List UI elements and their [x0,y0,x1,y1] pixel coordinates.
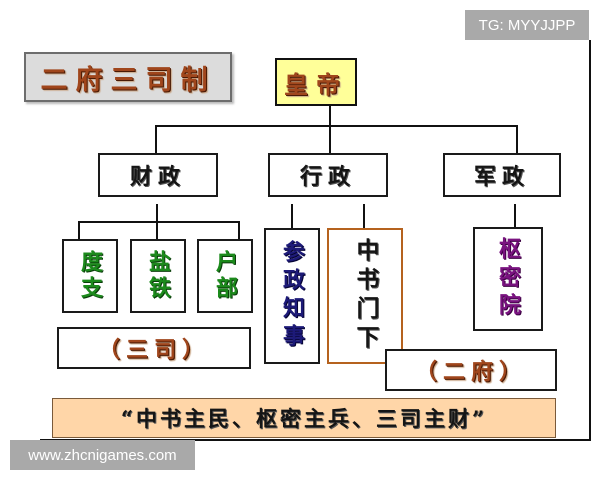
connector-finance-bar [78,221,240,223]
frame-right-line [589,40,591,440]
connector-to-hubu [238,221,240,239]
san-si-group-box: （三司） [57,327,251,369]
connector-emperor-down [329,106,331,126]
frame-bottom-line [40,439,591,441]
connector-to-zhongshu [363,204,365,228]
branch-military-label: 军政 [473,164,530,190]
branch-admin-label: 行政 [299,164,356,190]
shumiyuan-label: 枢密院 [495,237,521,321]
connector-branch-bar [155,125,518,127]
zhongshu-menxia-label: 中书门下 [352,238,379,354]
connector-to-admin [329,125,331,155]
summary-quote-text: “中书主民、枢密主兵、三司主财” [120,406,488,431]
san-si-group-label: （三司） [97,337,210,363]
diagram-title: 二府三司制 [40,64,216,96]
connector-to-finance [155,125,157,155]
title-box: 二府三司制 [24,52,232,102]
duzhi-box: 度支 [62,239,118,313]
yantie-label: 盐铁 [145,250,171,302]
hubu-box: 户部 [197,239,253,313]
branch-military-box: 军政 [443,153,561,197]
connector-to-military [516,125,518,155]
er-fu-group-box: （二府） [385,349,557,391]
branch-finance-box: 财政 [98,153,218,197]
zhongshu-menxia-box: 中书门下 [327,228,403,364]
yantie-box: 盐铁 [130,239,186,313]
canzheng-zhishi-box: 参政知事 [264,228,320,364]
shumiyuan-box: 枢密院 [473,227,543,331]
emperor-box: 皇帝 [275,58,357,106]
branch-finance-label: 财政 [129,164,186,190]
hubu-label: 户部 [212,250,238,302]
connector-to-shumiyuan [514,204,516,228]
connector-to-canzheng [291,204,293,228]
connector-finance-down [156,204,158,222]
canzheng-zhishi-label: 参政知事 [279,240,305,352]
connector-to-duzhi [78,221,80,239]
watermark-bottom-left: www.zhcnigames.com [10,440,195,470]
summary-quote-box: “中书主民、枢密主兵、三司主财” [52,398,556,438]
branch-admin-box: 行政 [268,153,388,197]
er-fu-group-label: （二府） [414,359,527,385]
duzhi-label: 度支 [77,250,103,302]
emperor-label: 皇帝 [284,69,348,99]
watermark-top-right: TG: MYYJJPP [465,10,589,40]
connector-to-yantie [156,221,158,239]
